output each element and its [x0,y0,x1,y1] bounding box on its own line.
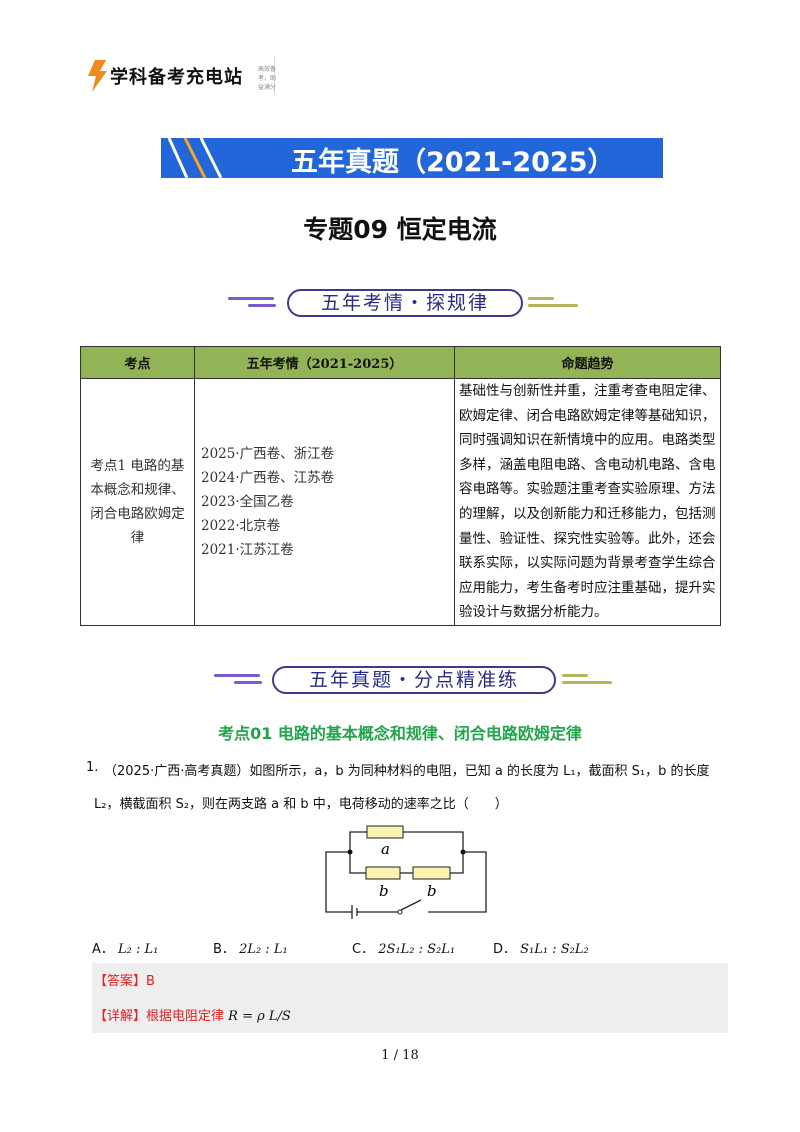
explanation-line: 【详解】根据电阻定律 R = ρ L/S [94,1005,291,1024]
label-a: a [381,840,390,858]
banner-title: 五年真题（2021-2025） [291,147,615,178]
divider [248,304,276,307]
banner-stripes [167,138,223,178]
lightning-icon [88,60,107,92]
label-b: b [427,882,437,900]
option-key: B． [213,942,235,957]
year-item: 2021·江苏江卷 [201,541,294,558]
section-label-practice: 五年真题・分点精准练 [272,666,556,694]
circuit-diagram: a b b [325,825,487,919]
question-line-1: （2025·广西·高考真题）如图所示，a，b 为同种材料的电阻，已知 a 的长度… [104,760,710,779]
option-text: L₂ : L₁ [118,942,159,957]
explanation-text: 根据电阻定律 [146,1009,225,1024]
table-row: 考点1 电路的基本概念和规律、闭合电路欧姆定律 2025·广西卷、浙江卷 202… [80,378,721,626]
year-item: 2022·北京卷 [201,517,281,534]
option-key: C． [352,942,375,957]
option-text: 2S₁L₂ : S₂L₁ [378,942,456,957]
section-title: 考点01 电路的基本概念和规律、闭合电路欧姆定律 [218,724,582,743]
year-item: 2025·广西卷、浙江卷 [201,445,335,462]
divider [562,681,612,684]
divider [214,674,260,677]
banner: 五年真题（2021-2025） [161,138,663,178]
cell-years: 2025·广西卷、浙江卷 2024·广西卷、江苏卷 2023·全国乙卷 2022… [194,378,455,626]
header-trend: 命题趋势 [454,346,721,379]
resistor-a [366,825,404,839]
answer-box: 【答案】B 【详解】根据电阻定律 R = ρ L/S [92,963,728,1033]
label-b: b [379,882,389,900]
resistor-b [412,866,451,880]
divider [528,304,578,307]
header-years: 五年考情（2021-2025） [194,346,455,379]
question-text: 如图所示，a，b 为同种材料的电阻，已知 a 的长度为 L₁，截面积 S₁，b … [249,764,710,779]
logo-tagline: 高效备考，助益满分 [258,66,277,91]
document-title: 专题09 恒定电流 [303,215,497,244]
answer-label: 【答案】 [94,974,147,989]
formula: R = ρ L/S [228,1009,291,1024]
year-item: 2024·广西卷、江苏卷 [201,469,335,486]
option-a[interactable]: A． L₂ : L₁ [92,938,158,957]
divider [234,681,262,684]
resistor-b [365,866,401,880]
exam-trend-table: 考点 五年考情（2021-2025） 命题趋势 考点1 电路的基本概念和规律、闭… [80,346,721,626]
divider [228,297,274,300]
logo: 学科备考充电站 高效备考，助益满分 [78,56,277,96]
divider [562,674,588,677]
cell-trend: 基础性与创新性并重，注重考查电阻定律、欧姆定律、闭合电路欧姆定律等基础知识，同时… [454,378,721,626]
logo-text: 学科备考充电站 [110,67,243,88]
divider [528,297,554,300]
header-topic: 考点 [80,346,195,379]
question-source: （2025·广西·高考真题） [104,764,250,779]
cell-topic: 考点1 电路的基本概念和规律、闭合电路欧姆定律 [80,378,195,626]
option-text: 2L₂ : L₁ [239,942,288,957]
option-key: A． [92,942,114,957]
section-label-trends: 五年考情・探规律 [287,289,523,317]
option-c[interactable]: C． 2S₁L₂ : S₂L₁ [352,938,455,957]
page-number: 1 / 18 [381,1048,419,1063]
explanation-label: 【详解】 [94,1009,147,1024]
answer-line: 【答案】B [94,970,155,989]
question-line-2: L₂，横截面积 S₂，则在两支路 a 和 b 中，电荷移动的速率之比（ ） [94,797,508,812]
question-number: 1. [86,760,99,775]
option-text: S₁L₁ : S₂L₂ [520,942,589,957]
answer-value: B [146,974,155,989]
option-b[interactable]: B． 2L₂ : L₁ [213,938,288,957]
option-d[interactable]: D． S₁L₁ : S₂L₂ [493,938,589,957]
year-item: 2023·全国乙卷 [201,493,294,510]
option-key: D． [493,942,517,957]
table-header-row: 考点 五年考情（2021-2025） 命题趋势 [80,346,721,379]
